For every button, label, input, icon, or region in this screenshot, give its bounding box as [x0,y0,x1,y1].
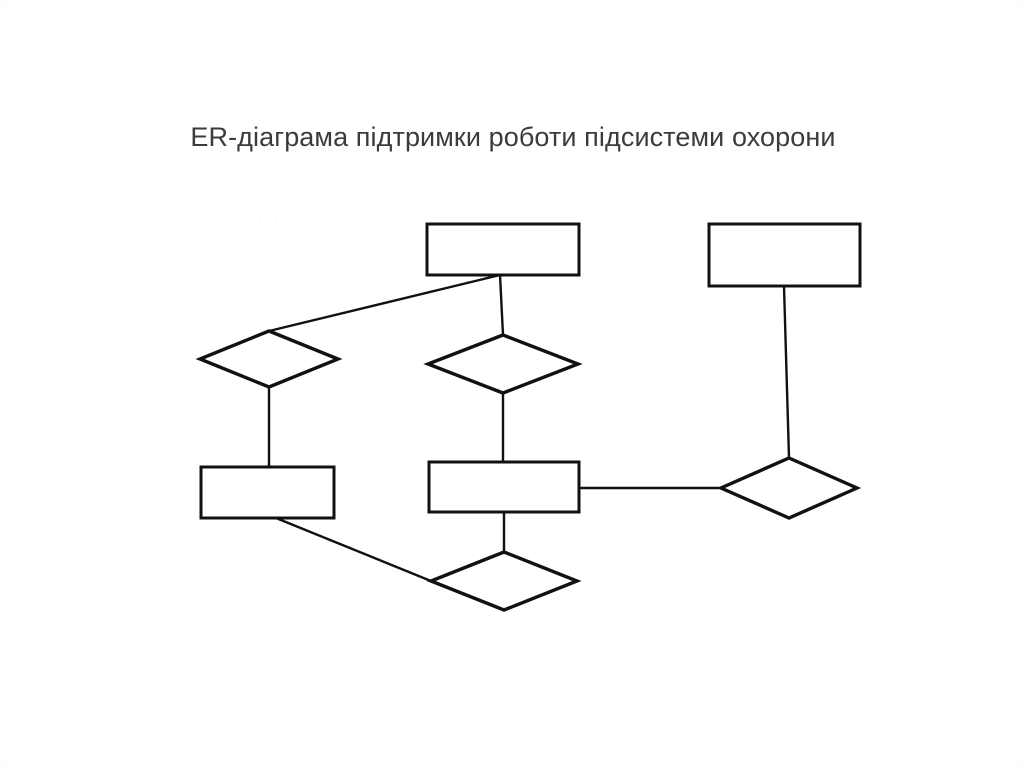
entity-top-right[interactable] [707,222,862,288]
entity-lower-left[interactable] [199,465,336,520]
relationship-center-upper[interactable] [423,333,583,395]
connector-top-center-to-left-diamond [268,273,501,333]
relationship-right[interactable] [716,456,862,520]
page-title: ER-діаграма підтримки роботи підсистеми … [190,122,836,152]
relationship-bottom[interactable] [426,550,582,612]
connector-top-right-to-right-diamond [782,285,791,459]
relationship-left[interactable] [195,329,343,389]
entity-top-center[interactable] [425,222,581,277]
connectors-layer [267,273,791,583]
faint-text-artifact: · · · · · · [197,213,283,223]
connector-lower-left-to-bottom-diamond [275,516,432,583]
shapes-layer [195,222,862,612]
entity-center[interactable] [427,460,581,514]
connector-top-center-to-center-diamond [498,274,505,336]
